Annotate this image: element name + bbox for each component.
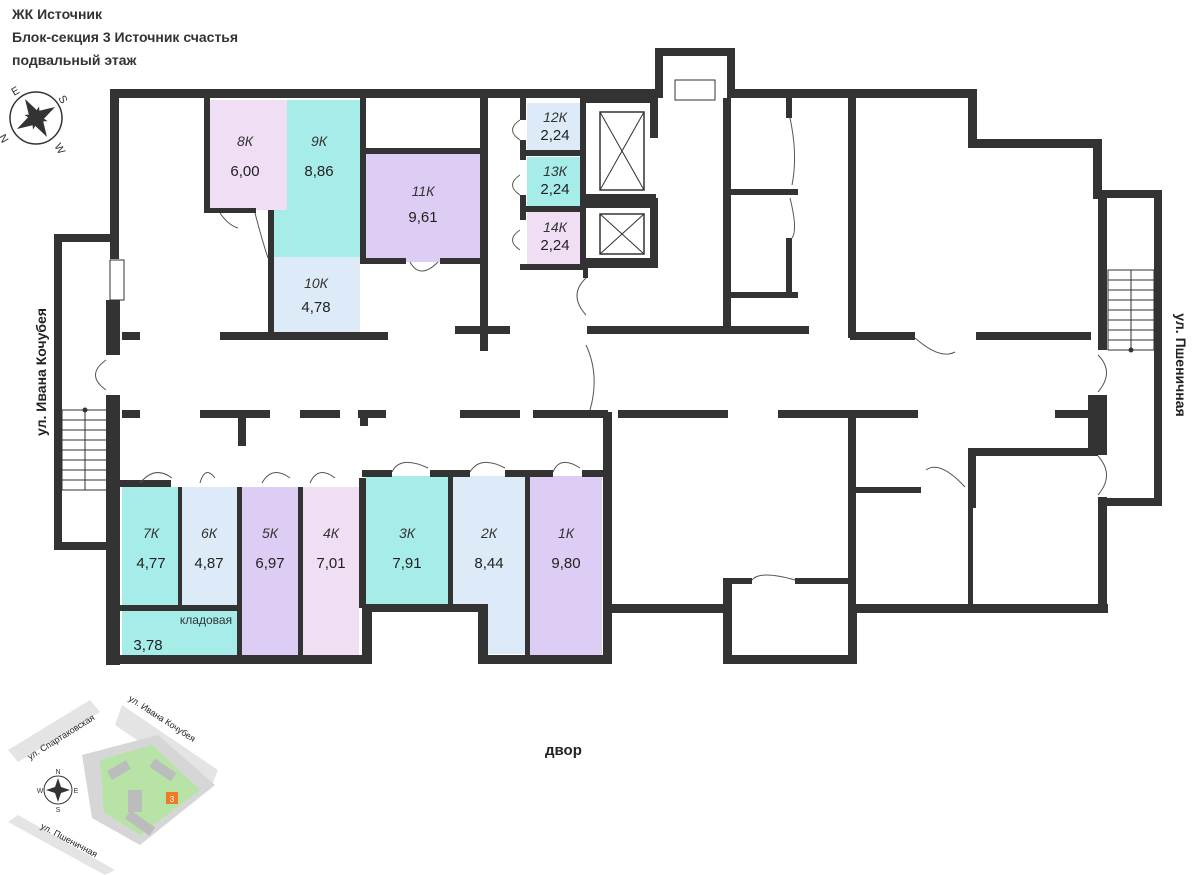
room-3k-name: 3К bbox=[399, 525, 416, 541]
room-10k-name: 10К bbox=[304, 275, 329, 291]
room-13k-area: 2,24 bbox=[540, 181, 569, 198]
room-12k-fill[interactable] bbox=[527, 103, 583, 151]
room-11k-name: 11К bbox=[412, 183, 436, 199]
minimap-compass-w: W bbox=[37, 788, 44, 795]
compass-rose-icon: E S N W bbox=[0, 85, 69, 157]
room-5k-fill[interactable] bbox=[242, 487, 298, 655]
room-8k-area: 6,00 bbox=[230, 163, 259, 180]
room-11k-area: 9,61 bbox=[408, 209, 437, 226]
room-6k-name: 6К bbox=[201, 525, 218, 541]
room-14k-area: 2,24 bbox=[540, 237, 569, 254]
minimap-compass-e: E bbox=[74, 788, 79, 795]
room-14k-fill[interactable] bbox=[527, 212, 583, 264]
room-9k-area: 8,86 bbox=[304, 163, 333, 180]
room-4k-area: 7,01 bbox=[316, 555, 345, 572]
street-left: ул. Ивана Кочубея bbox=[33, 308, 49, 436]
room-2k-area: 8,44 bbox=[474, 555, 503, 572]
stairs-right-icon bbox=[1107, 269, 1155, 353]
room-3k-fill[interactable] bbox=[366, 476, 448, 604]
room-8k-fill[interactable] bbox=[209, 100, 287, 210]
room-13k-fill[interactable] bbox=[527, 157, 583, 206]
room-14k-name: 14К bbox=[543, 219, 568, 235]
compass-e: E bbox=[10, 85, 22, 99]
door-swings bbox=[95, 117, 1107, 581]
elevator-shaft-2-icon bbox=[599, 213, 645, 255]
room-12k-area: 2,24 bbox=[540, 127, 569, 144]
street-right: ул. Пшеничная bbox=[1173, 313, 1189, 416]
complex-title: ЖК Источник bbox=[12, 6, 103, 22]
minimap-compass-n: N bbox=[55, 769, 60, 776]
room-2k-fill[interactable] bbox=[453, 476, 525, 604]
room-10k-fill[interactable] bbox=[272, 257, 360, 334]
storage-label: кладовая bbox=[180, 613, 232, 627]
room-10k-area: 4,78 bbox=[301, 299, 330, 316]
room-11k-fill[interactable] bbox=[366, 152, 481, 262]
room-labels: 8К 6,00 9К 8,86 10К 4,78 11К 9,61 12К 2,… bbox=[133, 109, 580, 654]
room-5k-name: 5К bbox=[262, 525, 279, 541]
yard-label: двор bbox=[545, 742, 582, 759]
section-title: Блок-секция 3 Источник счастья bbox=[12, 29, 239, 45]
room-1k-fill[interactable] bbox=[530, 476, 602, 655]
elevator-shaft-1-icon bbox=[599, 111, 645, 191]
room-9k-name: 9К bbox=[311, 133, 328, 149]
room-9k-fill[interactable] bbox=[287, 100, 362, 257]
room-3k-area: 7,91 bbox=[392, 555, 421, 572]
room-6k-fill[interactable] bbox=[182, 487, 237, 605]
window-left bbox=[109, 259, 125, 301]
room-2k-fill-ext[interactable] bbox=[488, 604, 525, 654]
compass-w: W bbox=[51, 142, 67, 158]
walls bbox=[54, 48, 1162, 665]
room-6k-area: 4,87 bbox=[194, 555, 223, 572]
storage-fill[interactable] bbox=[122, 611, 237, 655]
room-9k-fill-ext[interactable] bbox=[272, 210, 287, 257]
room-7k-name: 7К bbox=[143, 525, 160, 541]
minimap-compass-s: S bbox=[56, 807, 61, 814]
room-4k-fill[interactable] bbox=[303, 487, 359, 655]
room-5k-area: 6,97 bbox=[255, 555, 284, 572]
room-1k-name: 1К bbox=[558, 525, 575, 541]
floor-title: подвальный этаж bbox=[12, 52, 137, 68]
site-minimap: 3 N S E W ул. Спартаковская ул. Ивана Ко… bbox=[8, 693, 218, 875]
storage-area: 3,78 bbox=[133, 637, 162, 654]
room-4k-name: 4К bbox=[323, 525, 340, 541]
room-8k-name: 8К bbox=[237, 133, 254, 149]
minimap-highlight-label: 3 bbox=[170, 795, 175, 804]
stairs-left-icon bbox=[61, 407, 109, 491]
minimap-compass-icon: N S E W bbox=[37, 769, 79, 814]
room-7k-area: 4,77 bbox=[136, 555, 165, 572]
room-2k-name: 2К bbox=[480, 525, 498, 541]
room-fills bbox=[122, 100, 602, 655]
minimap-highlight bbox=[166, 792, 178, 804]
room-13k-name: 13К bbox=[543, 163, 568, 179]
room-1k-area: 9,80 bbox=[551, 555, 580, 572]
compass-n: N bbox=[0, 132, 12, 145]
room-12k-name: 12К bbox=[543, 109, 568, 125]
room-7k-fill[interactable] bbox=[122, 487, 178, 605]
